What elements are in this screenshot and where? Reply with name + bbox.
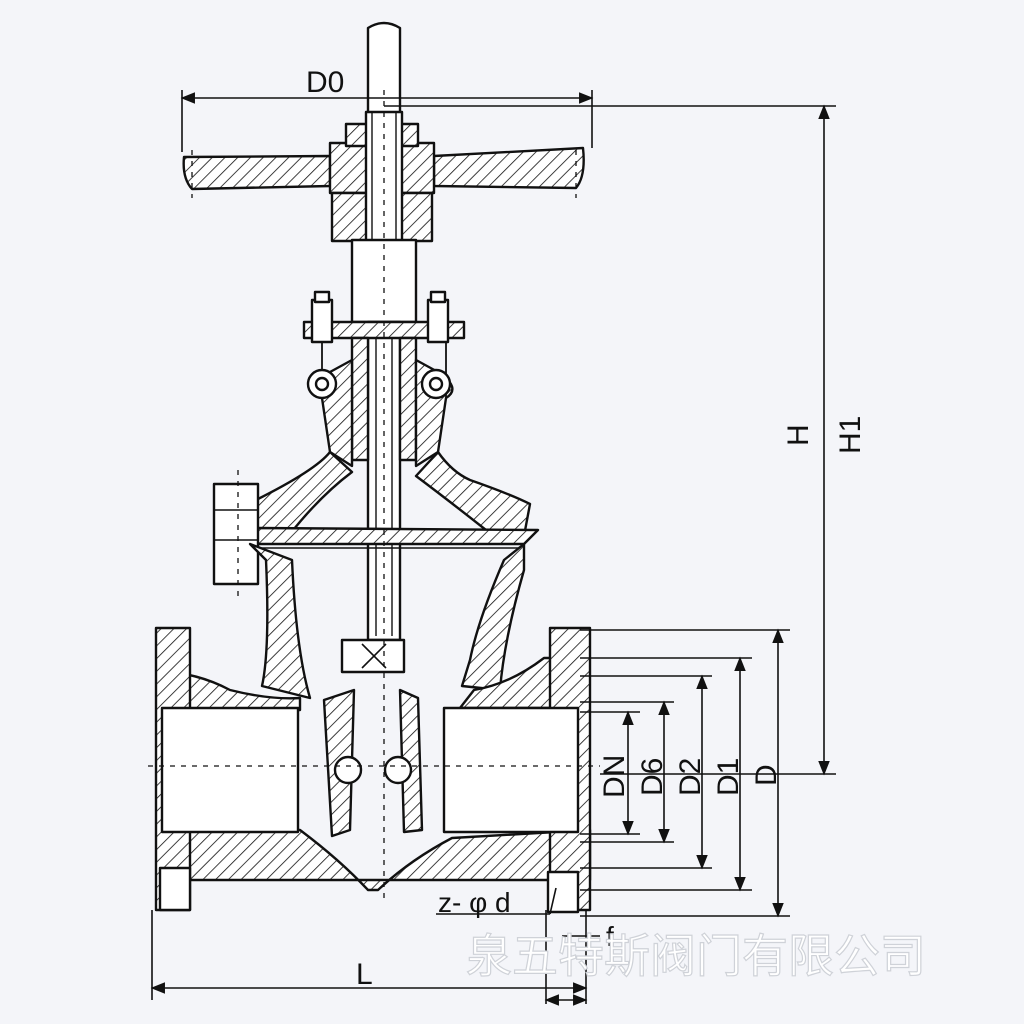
- company-watermark: 泉五特斯阀门有限公司: [466, 929, 926, 983]
- label-h: H: [782, 424, 815, 446]
- bonnet: [212, 450, 540, 586]
- label-d1: D1: [712, 758, 745, 796]
- label-l: L: [356, 958, 373, 991]
- label-d0: D0: [306, 66, 344, 99]
- label-f: f: [606, 921, 614, 952]
- dimension-lines: [150, 90, 836, 1006]
- label-d2: D2: [674, 758, 707, 796]
- dimension-labels: D0 H H1 DN D6 D2 D1 D z- φ d f L: [306, 66, 867, 991]
- yoke-and-packing: [302, 290, 466, 468]
- label-bolt: z- φ d: [438, 887, 511, 918]
- label-h1: H1: [834, 416, 867, 454]
- gate-wedge: [322, 638, 424, 838]
- label-dn: DN: [598, 755, 631, 798]
- centre-lines: [148, 90, 600, 900]
- valve-body: [154, 542, 592, 914]
- valve-stem: [350, 21, 418, 642]
- label-d6: D6: [636, 758, 669, 796]
- label-d: D: [750, 764, 783, 786]
